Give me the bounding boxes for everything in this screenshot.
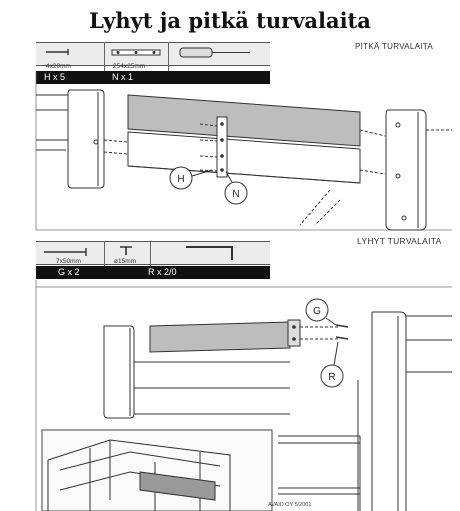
parts-code-bar-bottom: G x 2 R x 2/0 [36,266,270,279]
part-g-size: 7x50mm [56,258,81,265]
part-r-code: R x 2/0 [148,267,177,277]
callout-n: N [232,189,239,200]
step2-heading: LYHYT TURVALAITA [357,236,442,246]
callout-g: G [313,306,321,317]
parts-divider [150,241,151,277]
part-n-code: N x 1 [112,72,134,82]
callout-h: H [177,174,184,185]
callout-r: R [328,372,335,383]
parts-code-bar-top: H x 5 N x 1 [36,71,270,84]
cap-r-icon [120,246,132,255]
allen-key-icon [186,246,233,260]
footer-credit: AVAID OY 5/2001 [268,502,312,508]
screwdriver-icon [179,47,250,58]
page-title: Lyhyt ja pitkä turvalaita [89,8,371,33]
parts-divider [104,241,105,277]
part-r-size: ø15mm [114,258,137,265]
parts-divider [104,42,105,78]
part-h-code: H x 5 [44,72,66,82]
step1-heading: PITKÄ TURVALAITA [355,42,434,51]
screw-g-icon [44,248,87,256]
part-h-size: 4x20mm [46,63,71,70]
screw-h-icon [46,49,69,55]
parts-divider [168,42,169,78]
part-g-code: G x 2 [58,267,80,277]
part-n-size: 254x25mm [113,63,146,70]
bracket-n-icon [111,49,161,56]
